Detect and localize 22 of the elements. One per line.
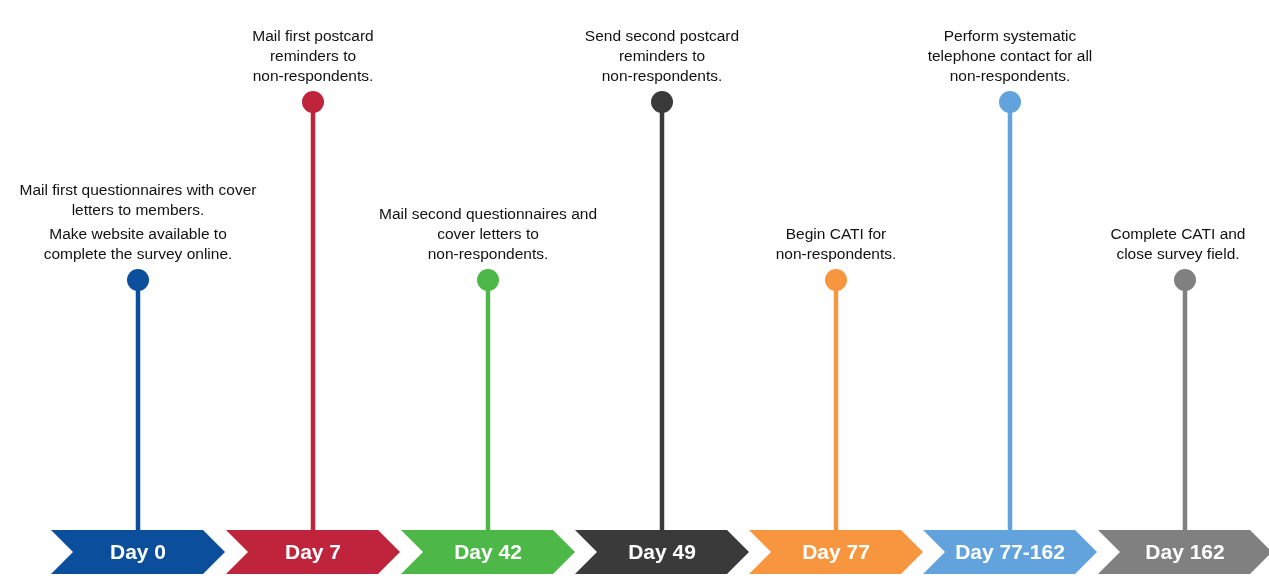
pin-line <box>477 269 499 530</box>
step-text: Send second postcard reminders to non-respondents. <box>583 26 741 86</box>
step-text: Mail second questionnaires and cover letters to non-respondents. <box>378 204 598 264</box>
timeline-step: Day 77-162 <box>923 530 1097 574</box>
step-text: Perform systematic telephone contact for all non-respondents. <box>926 26 1094 86</box>
timeline-step: Day 49 <box>575 530 749 574</box>
pin-line <box>302 91 324 530</box>
step-text: Make website available to complete the survey online. <box>42 224 234 264</box>
pin-line <box>651 91 673 530</box>
step-text: Mail first questionnaires with cover letters to members. <box>18 180 258 220</box>
pin-line <box>1174 269 1196 530</box>
pin-line <box>127 269 149 530</box>
step-text: Begin CATI for non-respondents. <box>774 224 898 264</box>
timeline-step: Day 77 <box>749 530 923 574</box>
step-text: Complete CATI and close survey field. <box>1109 224 1247 264</box>
timeline-step: Day 42 <box>401 530 575 574</box>
step-text: Mail first postcard reminders to non-respondents. <box>251 26 375 86</box>
timeline-step: Day 162 <box>1098 530 1269 574</box>
timeline-step: Day 0 <box>51 530 225 574</box>
pin-line <box>825 269 847 530</box>
timeline-step: Day 7 <box>226 530 400 574</box>
pin-line <box>999 91 1021 530</box>
